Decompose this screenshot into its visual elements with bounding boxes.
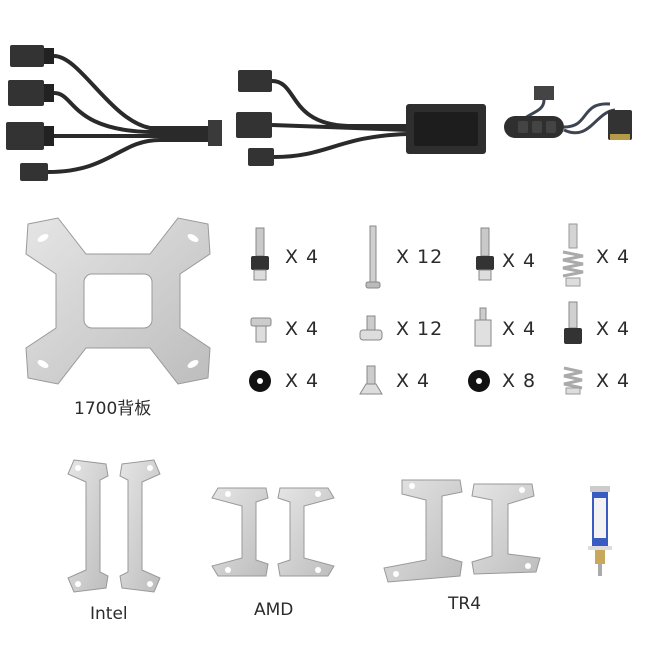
small-spring-icon [563, 366, 583, 395]
thumb-screw-long-icon [251, 227, 269, 281]
hex-standoff-icon [474, 307, 492, 347]
bracket-label-intel: Intel [90, 604, 128, 624]
thermal-paste-syringe-icon [588, 486, 612, 576]
argb-splitter-cable-icon [236, 70, 486, 166]
qty-label: X 12 [396, 318, 444, 340]
intel-bracket-icon [67, 459, 161, 593]
bracket-label-amd: AMD [254, 600, 294, 620]
countersunk-screw-icon [359, 365, 383, 395]
fan-splitter-cable-icon [6, 45, 222, 181]
backplate-label: 1700背板 [74, 399, 152, 419]
short-standoff-icon [250, 317, 272, 343]
bracket-label-tr4: TR4 [448, 594, 482, 614]
rubber-washer-icon [468, 370, 490, 392]
qty-label: X 4 [502, 318, 537, 340]
qty-label: X 4 [285, 318, 320, 340]
rubber-washer-icon [249, 370, 271, 392]
qty-label: X 4 [596, 370, 631, 392]
long-standoff-screw-icon [365, 225, 381, 289]
thumb-screw-short-icon [564, 301, 582, 344]
tr4-bracket-icon [383, 479, 541, 583]
argb-remote-icon [504, 86, 632, 140]
fan-screw-icon [359, 315, 383, 341]
qty-label: X 4 [285, 370, 320, 392]
qty-label: X 4 [596, 246, 631, 268]
thumb-screw-long-icon [476, 227, 494, 281]
qty-label: X 4 [396, 370, 431, 392]
qty-label: X 12 [396, 246, 444, 268]
amd-bracket-icon [211, 487, 335, 577]
backplate-1700-icon [25, 217, 211, 385]
qty-label: X 4 [596, 318, 631, 340]
spring-screw-icon [562, 223, 584, 287]
qty-label: X 4 [502, 250, 537, 272]
qty-label: X 4 [285, 246, 320, 268]
qty-label: X 8 [502, 370, 537, 392]
